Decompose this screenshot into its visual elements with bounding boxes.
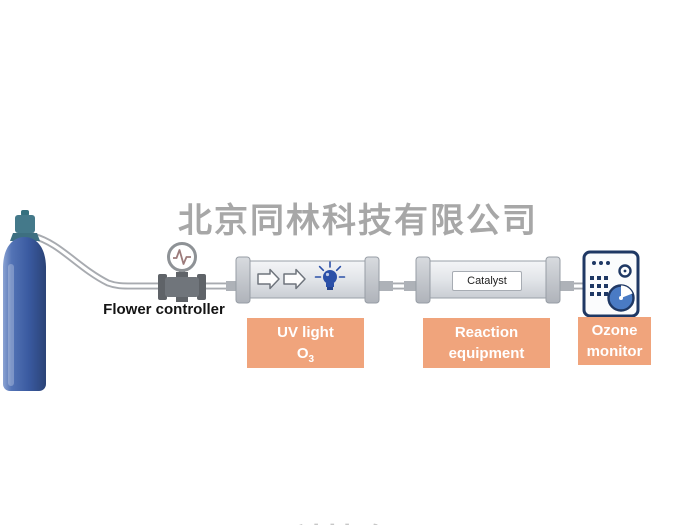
uv-chamber-right-cap <box>364 256 380 304</box>
uv-light-line1: UV light <box>277 324 334 341</box>
cylinder-highlight <box>8 264 14 386</box>
watermark-text: 北京同林科技有限公司 <box>178 202 538 240</box>
ozone-monitor-device-icon <box>582 250 640 318</box>
gas-cylinder-icon <box>3 210 46 391</box>
ozone-formula-base: O <box>296 345 309 362</box>
reaction-line1: Reaction <box>454 324 519 341</box>
uv-light-line2: O3 <box>247 343 364 365</box>
reaction-equipment-label-box: Reaction equipment <box>423 318 550 368</box>
gauge-pulse-line <box>173 249 191 265</box>
monitor-knob-dot <box>623 269 627 273</box>
flow-controller-icon <box>158 242 206 302</box>
uv-light-label-box: UV light O3 <box>247 318 364 368</box>
ozone-formula-subscript: 3 <box>308 354 315 365</box>
valve-top-nub <box>176 272 188 278</box>
ozone-line1: Ozone <box>591 322 638 339</box>
flow-controller-label: Flower controller <box>103 301 225 318</box>
valve-right-flange <box>197 274 206 300</box>
reaction-chamber-left-stub <box>404 281 422 291</box>
monitor-indicator-dots <box>592 261 610 265</box>
catalyst-label: Catalyst <box>452 271 522 291</box>
uv-lamp-bulb-icon <box>314 261 346 290</box>
monitor-gauge-dial <box>607 284 635 312</box>
pipe-cylinder-to-controller <box>29 232 244 290</box>
double-right-arrows-icon <box>257 268 306 290</box>
ozone-line2: monitor <box>586 343 643 360</box>
reaction-chamber-right-stub <box>558 281 574 291</box>
uv-chamber-left-stub <box>226 281 242 291</box>
reaction-line2: equipment <box>448 345 525 362</box>
valve-left-flange <box>158 274 167 300</box>
cylinder-cap <box>15 215 35 233</box>
cylinder-shoulder <box>3 237 46 268</box>
uv-chamber-right-stub <box>377 281 393 291</box>
reaction-chamber-right-cap <box>545 256 561 304</box>
ozone-monitor-label-box: Ozone monitor <box>578 317 651 365</box>
watermark-fragment: 北京同林科技有限公司 <box>293 514 395 525</box>
watermark-fragment-text: 北京同林科技有限公司 <box>293 514 395 525</box>
valve-body <box>165 277 199 297</box>
valve-bottom-nub <box>176 296 188 302</box>
cylinder-body <box>3 261 46 391</box>
monitor-button-grid <box>590 276 608 296</box>
cylinder-valve-knob <box>21 210 29 216</box>
uv-chamber <box>226 256 393 304</box>
uv-chamber-left-cap <box>235 256 251 304</box>
reaction-chamber-left-cap <box>415 256 431 304</box>
